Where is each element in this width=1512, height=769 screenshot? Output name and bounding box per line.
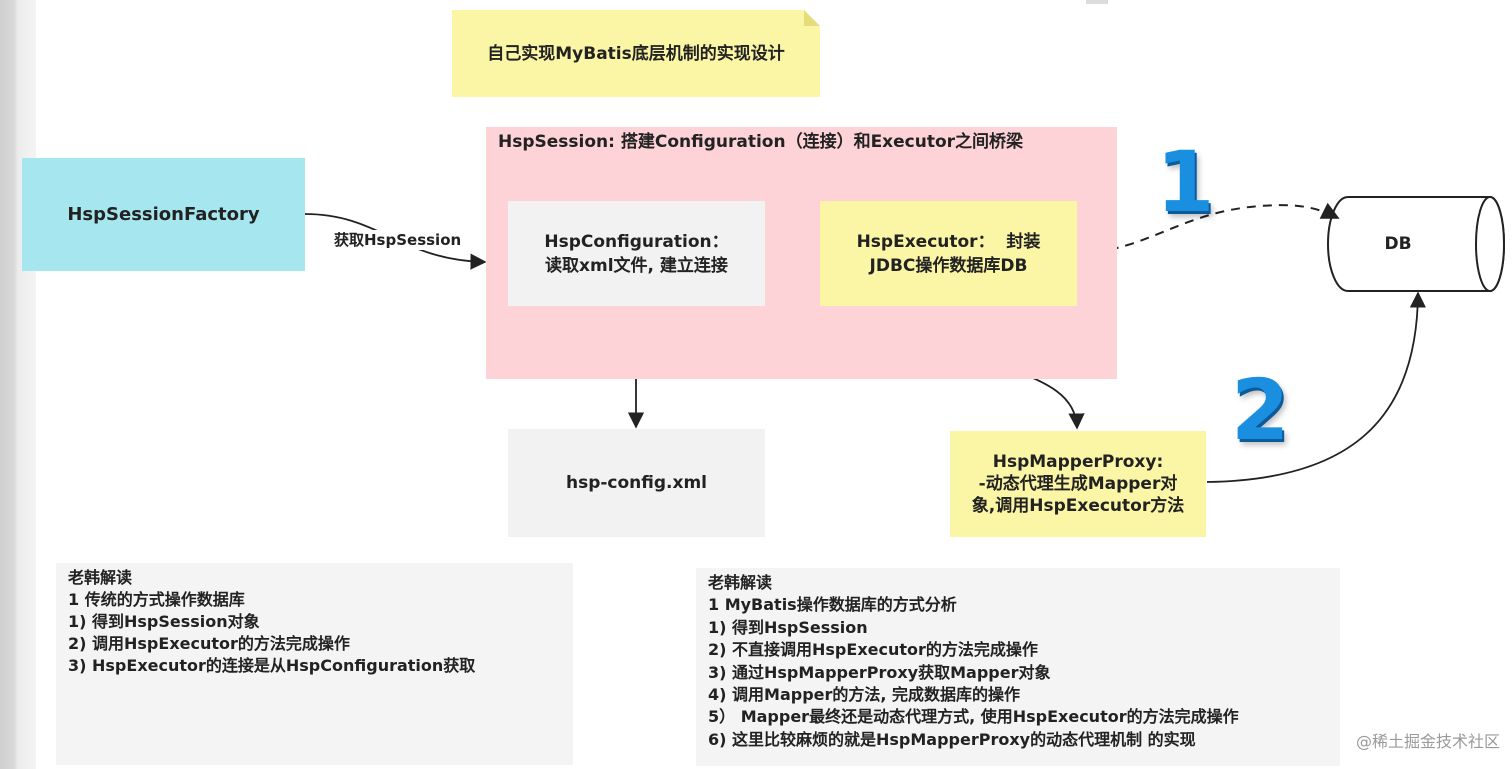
path-number-1: 1 (1156, 133, 1215, 231)
note-mybatis-approach: 老韩解读 1 MyBatis操作数据库的方式分析 1) 得到HspSession… (696, 568, 1340, 766)
canvas-top-tab (1086, 0, 1108, 4)
note-right-line-4: 3) 通过HspMapperProxy获取Mapper对象 (708, 662, 1051, 682)
diagram-title-note: 自己实现MyBatis底层机制的实现设计 (452, 10, 820, 97)
note-left-line-4: 3) HspExecutor的连接是从HspConfiguration获取 (68, 656, 476, 675)
hsp-session-factory-node: HspSessionFactory (22, 158, 305, 271)
edge-proxy-to-db (1206, 291, 1426, 483)
note-right-line-1: 1 MyBatis操作数据库的方式分析 (708, 595, 957, 615)
hsp-mapper-proxy-node: HspMapperProxy: -动态代理生成Mapper对 象,调用HspEx… (950, 431, 1206, 537)
hsp-session-title: HspSession: 搭建Configuration（连接）和Executor… (498, 132, 1024, 152)
note-right-line-3: 2) 不直接调用HspExecutor的方法完成操作 (708, 640, 1038, 660)
hsp-mapper-proxy-line-2: -动态代理生成Mapper对 (978, 474, 1178, 494)
hsp-mapper-proxy-line-1: HspMapperProxy: (992, 452, 1164, 472)
db-label: DB (1384, 234, 1412, 254)
note-traditional-approach: 老韩解读 1 传统的方式操作数据库 1) 得到HspSession对象 2) 调… (56, 563, 573, 765)
note-fold-corner (804, 10, 820, 26)
note-right-line-2: 1) 得到HspSession (708, 617, 868, 637)
canvas-left-edge (0, 0, 36, 769)
note-right-line-7: 6) 这里比较麻烦的就是HspMapperProxy的动态代理机制 的实现 (708, 729, 1196, 749)
hsp-config-xml-label: hsp-config.xml (565, 473, 708, 493)
note-left-line-3: 2) 调用HspExecutor的方法完成操作 (68, 634, 350, 653)
hsp-configuration-node: HspConfiguration： 读取xml文件, 建立连接 (508, 201, 765, 306)
path-number-2: 2 (1231, 361, 1290, 459)
hsp-config-xml-node: hsp-config.xml (508, 429, 765, 537)
hsp-session-factory-label: HspSessionFactory (67, 203, 260, 225)
hsp-configuration-line-2: 读取xml文件, 建立连接 (545, 255, 728, 276)
hsp-configuration-line-1: HspConfiguration： (544, 231, 729, 252)
edge-label-get-session: 获取HspSession (332, 230, 464, 250)
note-left-line-1: 1 传统的方式操作数据库 (68, 590, 245, 609)
note-right-line-5: 4) 调用Mapper的方法, 完成数据库的操作 (708, 685, 1021, 705)
note-right-line-6: 5） Mapper最终还是动态代理方式, 使用HspExecutor的方法完成操… (708, 707, 1239, 727)
note-left-heading: 老韩解读 (68, 568, 133, 587)
edge-executor-to-db (1077, 202, 1340, 255)
note-left-line-2: 1) 得到HspSession对象 (68, 612, 260, 631)
db-cylinder (1327, 196, 1505, 292)
hsp-executor-line-2: JDBC操作数据库DB (869, 255, 1028, 276)
diagram-title: 自己实现MyBatis底层机制的实现设计 (487, 43, 785, 64)
note-right-heading: 老韩解读 (708, 573, 773, 592)
hsp-executor-node: HspExecutor： 封装 JDBC操作数据库DB (820, 201, 1077, 306)
hsp-executor-line-1: HspExecutor： 封装 (856, 231, 1041, 252)
hsp-mapper-proxy-line-3: 象,调用HspExecutor方法 (971, 496, 1185, 516)
watermark: @稀土掘金技术社区 (1355, 732, 1500, 751)
